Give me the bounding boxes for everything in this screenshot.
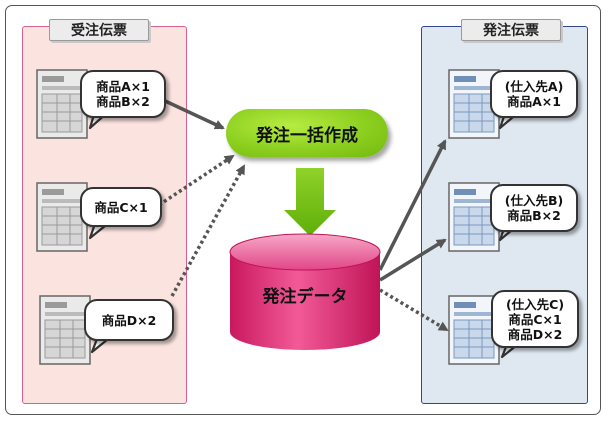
purchase-slip-title: 発注伝票	[461, 19, 561, 41]
order-item-line: 商品C×1	[94, 199, 148, 215]
sales-slip-icon-1	[36, 69, 88, 139]
order-bubble-1: 商品A×1 商品B×2	[80, 70, 166, 118]
purchase-item-line: 商品C×1	[508, 311, 562, 327]
sales-slip-icon-3	[39, 295, 91, 365]
purchase-item-line: 商品A×1	[507, 94, 561, 109]
purchase-slip-icon-3	[448, 295, 500, 365]
sales-slip-title: 受注伝票	[49, 19, 149, 41]
arrow-db-to-po2	[379, 238, 447, 282]
order-bubble-3: 商品D×2	[84, 299, 174, 341]
purchase-bubble-3: (仕入先C) 商品C×1 商品D×2	[491, 290, 579, 348]
purchase-bubble-1: (仕入先A) 商品A×1	[490, 70, 578, 118]
purchase-item-line: 商品B×2	[507, 208, 561, 223]
sales-slip-icon-2	[36, 182, 88, 252]
arrow-db-to-po3	[379, 288, 449, 332]
order-data-label: 発注データ	[262, 287, 348, 307]
order-bubble-2: 商品C×1	[80, 187, 162, 227]
purchase-item-line: (仕入先B)	[504, 193, 564, 208]
purchase-item-line: 商品D×2	[507, 326, 563, 342]
flow-down-arrow	[284, 168, 336, 236]
arrow-db-to-po1	[378, 139, 447, 271]
bulk-order-process: 発注一括作成	[226, 109, 388, 157]
arrow-order2-to-process	[158, 154, 235, 207]
purchase-bubble-2: (仕入先B) 商品B×2	[490, 184, 578, 232]
order-item-line: 商品B×2	[96, 94, 150, 109]
order-item-line: 商品D×2	[101, 312, 157, 328]
arrow-order3-to-process	[170, 164, 246, 297]
purchase-item-line: (仕入先A)	[504, 79, 564, 94]
database-cylinder	[229, 233, 381, 350]
order-item-line: 商品A×1	[96, 79, 150, 94]
purchase-item-line: (仕入先C)	[505, 296, 565, 312]
arrow-order1-to-process	[162, 98, 225, 130]
